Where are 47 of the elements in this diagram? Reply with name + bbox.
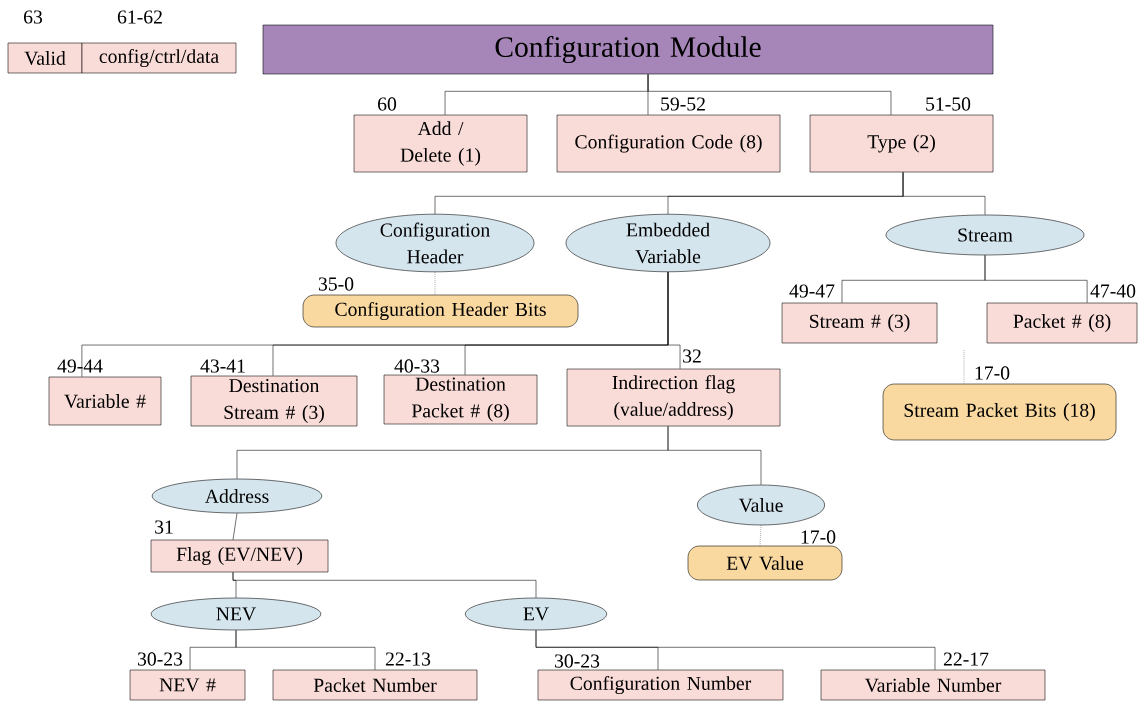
process-box: Packet # (8) bbox=[986, 302, 1138, 344]
bit-range-label: 22-17 bbox=[943, 652, 989, 666]
bit-range-label: 30-23 bbox=[138, 652, 183, 666]
bit-range-label: 17-0 bbox=[801, 530, 836, 544]
bit-range-label: 30-23 bbox=[555, 654, 600, 668]
module-header-box: Configuration Module bbox=[262, 24, 994, 75]
bit-range-label: 47-40 bbox=[1090, 284, 1136, 298]
bit-range-label: 35-0 bbox=[318, 277, 354, 291]
bit-range-label: 60 bbox=[378, 97, 397, 111]
connector-line bbox=[984, 255, 1088, 303]
bits-box: Configuration Header Bits bbox=[302, 294, 579, 328]
process-box: Stream # (3) bbox=[781, 302, 938, 344]
connector-line bbox=[667, 271, 681, 369]
connector-line bbox=[235, 630, 376, 670]
bit-range-label: 49-44 bbox=[57, 359, 103, 373]
process-box: Flag (EV/NEV) bbox=[150, 539, 329, 573]
bit-range-label: 17-0 bbox=[975, 366, 1010, 380]
bit-range-label: 49-47 bbox=[789, 284, 835, 298]
bit-range-label: 31 bbox=[155, 520, 173, 534]
process-box: Configuration Code (8) bbox=[556, 114, 781, 173]
connector-line bbox=[902, 172, 986, 215]
bit-range-label: 63 bbox=[24, 10, 43, 24]
process-box: Indirection flag (value/address) bbox=[566, 368, 781, 427]
process-box: Destination Packet # (8) bbox=[383, 374, 538, 425]
connector-line bbox=[232, 513, 238, 540]
bit-range-label: 51-50 bbox=[926, 97, 971, 111]
bit-range-label: 59-52 bbox=[661, 97, 705, 111]
process-box: Destination Stream # (3) bbox=[190, 375, 358, 427]
bit-range-label: 22-13 bbox=[385, 652, 431, 666]
connector-line bbox=[647, 74, 892, 115]
process-box: Variable # bbox=[48, 376, 162, 426]
process-box: NEV # bbox=[129, 669, 246, 701]
process-box: Variable Number bbox=[820, 669, 1046, 701]
process-box: Packet Number bbox=[272, 669, 478, 701]
connector-line bbox=[535, 630, 936, 670]
process-box: Configuration Number bbox=[537, 669, 784, 701]
connector-line bbox=[667, 426, 762, 485]
process-box: Type (2) bbox=[809, 114, 994, 173]
bit-range-label: 61-62 bbox=[117, 10, 162, 24]
bit-range-label: 40-33 bbox=[394, 359, 440, 373]
connector-line bbox=[232, 572, 537, 598]
process-box: Valid bbox=[7, 42, 83, 74]
bits-box: EV Value bbox=[687, 545, 843, 581]
bit-range-label: 43-41 bbox=[200, 359, 245, 373]
bit-range-label: 32 bbox=[683, 349, 701, 363]
bits-box: Stream Packet Bits (18) bbox=[882, 383, 1117, 441]
process-box: Add / Delete (1) bbox=[353, 114, 528, 173]
